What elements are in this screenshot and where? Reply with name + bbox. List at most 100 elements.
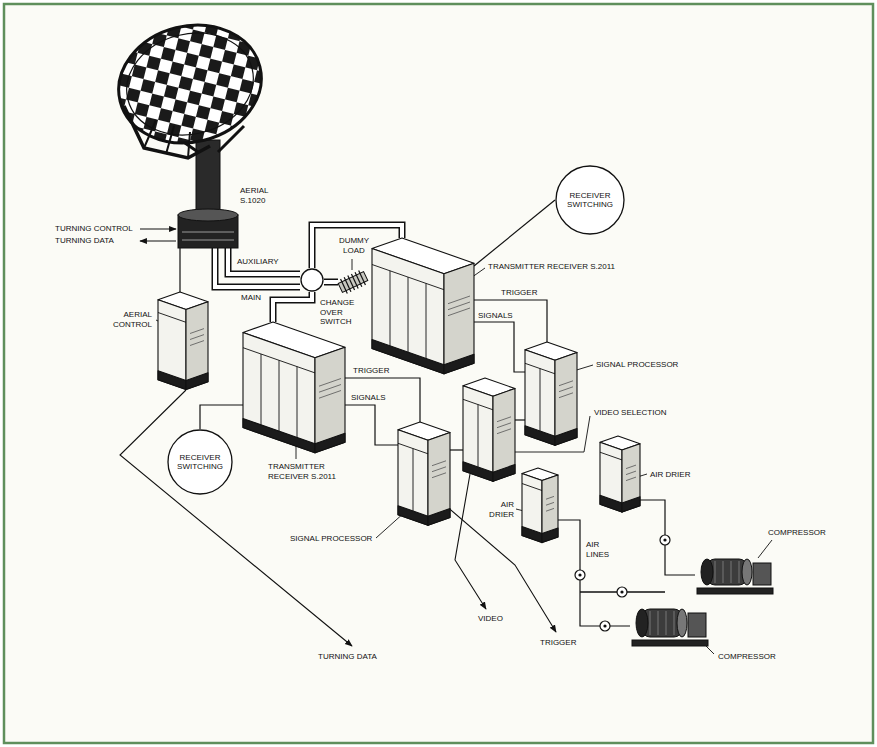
edge-label-slot: TRIGGER — [352, 366, 390, 384]
vent-line — [448, 302, 470, 310]
connector-label: SIGNALS — [477, 311, 514, 321]
video-line — [455, 474, 486, 609]
panel-line — [522, 484, 542, 491]
node-outline — [398, 422, 450, 525]
signal-connector — [640, 500, 695, 575]
panel-line — [600, 452, 622, 460]
signal-name: TRIGGER — [540, 638, 576, 648]
edge-label-slot: TRIGGER — [500, 288, 538, 306]
air-line — [580, 591, 665, 593]
cabinet-side — [444, 263, 474, 374]
cabinet-label: SIGNAL PROCESSOR — [596, 360, 678, 370]
aerial-label: AERIAL S.1020 — [240, 186, 292, 205]
signal-connector — [200, 405, 243, 429]
circle-outline — [168, 430, 232, 494]
compressor-drawing — [632, 609, 708, 646]
cabinet-drawing — [525, 342, 577, 445]
air-drier-cabinet: AIR DRIER — [522, 468, 558, 543]
cabinet-side — [315, 347, 345, 453]
connector-group — [215, 248, 300, 287]
load-label: DUMMY LOAD — [334, 236, 374, 255]
dish-reflector — [106, 10, 274, 157]
connector-label: AUXILIARY — [236, 257, 280, 267]
waveguide — [273, 292, 312, 322]
label-slot: TRIGGER — [540, 638, 576, 656]
waveguide — [228, 248, 300, 274]
fan-cover — [701, 559, 713, 585]
changeover-switch: CHANGE OVER SWITCH — [300, 268, 324, 292]
node-outline — [300, 268, 324, 292]
panel-line — [408, 277, 409, 352]
vent-line — [448, 308, 470, 316]
connector-label: TRIGGER — [500, 288, 538, 298]
connector-label: SIGNALS — [350, 393, 387, 403]
callout-text: RECEIVER SWITCHING — [175, 453, 226, 472]
panel-line — [478, 405, 479, 467]
vent-line — [497, 423, 511, 428]
vent-line — [319, 379, 341, 387]
cabinet-side — [622, 444, 640, 512]
vent-line — [559, 381, 573, 386]
vent-line — [559, 387, 573, 392]
node-outline — [463, 378, 515, 481]
valve-dot — [663, 538, 666, 541]
vent-line — [432, 461, 446, 466]
cabinet-front — [600, 442, 622, 512]
valve-symbol — [617, 587, 627, 597]
node-outline — [630, 605, 710, 647]
part-name: AIR LINES — [586, 540, 620, 559]
pump-head — [688, 613, 706, 637]
switch-label: CHANGE OVER SWITCH — [320, 298, 368, 327]
motor-rib — [666, 611, 667, 635]
vent-line — [190, 341, 204, 346]
motor-rib — [731, 561, 732, 583]
signal-name: VIDEO — [478, 614, 503, 624]
compressor: COMPRESSOR — [695, 555, 775, 595]
node-outline — [243, 322, 345, 453]
aerial-drawing — [106, 10, 274, 248]
label-slot: VIDEO — [478, 614, 503, 632]
callout-text: RECEIVER SWITCHING — [563, 191, 618, 210]
signal-processor-cabinet: SIGNAL PROCESSOR — [525, 342, 577, 445]
vent-line — [546, 496, 554, 499]
panel-line — [297, 367, 298, 438]
dummy-load: DUMMY LOAD — [338, 271, 368, 293]
cooling-fin — [359, 271, 366, 286]
fan-cover — [636, 609, 648, 637]
vent-line — [190, 329, 204, 334]
dish-rim — [116, 20, 264, 148]
compressor-label: COMPRESSOR — [718, 652, 776, 662]
cabinet-side — [493, 389, 515, 482]
panel-line — [413, 449, 414, 511]
feed-frame — [124, 106, 210, 158]
compressor-drawing — [697, 559, 773, 594]
cabinet-side — [186, 302, 208, 390]
motor-rib — [715, 561, 716, 583]
signal-lines — [120, 229, 665, 646]
leader-line — [352, 259, 353, 270]
label-slot: TURNING DATA — [318, 652, 377, 670]
cabinet-front — [158, 300, 186, 390]
cabinet-front — [522, 474, 542, 543]
edge-label-slot: MAIN — [240, 293, 262, 311]
panel-line — [279, 360, 280, 431]
signal-name: TURNING CONTROL — [55, 224, 133, 234]
cabinet-front — [463, 386, 493, 482]
connector-group — [474, 322, 525, 372]
waveguide-core — [273, 292, 312, 322]
cabinet-plinth — [600, 495, 622, 512]
connector-group — [474, 300, 547, 342]
cabinet-plinth — [542, 528, 558, 543]
valve-dot — [578, 573, 581, 576]
vent-line — [497, 417, 511, 422]
video-selection-cabinet: VIDEO SELECTION — [463, 378, 515, 481]
callout-circle: RECEIVER SWITCHING — [167, 429, 233, 495]
cabinet-drawing — [600, 436, 640, 512]
cabinet-side — [542, 475, 558, 543]
connector-group — [450, 450, 463, 451]
cabinet-plinth — [158, 371, 186, 390]
vent-line — [546, 508, 554, 511]
waveguide-core — [324, 280, 338, 284]
cabinet-label: TRANSMITTER RECEIVER S.2011 — [268, 462, 350, 481]
